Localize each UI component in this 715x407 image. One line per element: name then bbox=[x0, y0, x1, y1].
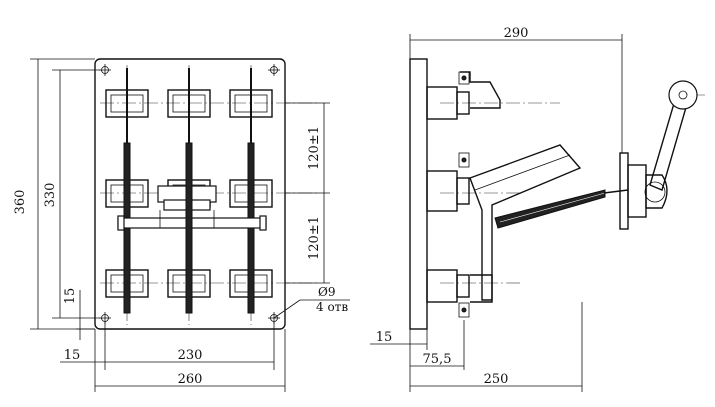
traverse bbox=[117, 142, 267, 314]
dim-pitch-upper: 120±1 bbox=[307, 126, 322, 170]
dim-front-edge-horizontal: 15 bbox=[64, 348, 81, 363]
side-dims bbox=[370, 34, 623, 392]
front-dim-left bbox=[30, 58, 100, 340]
dim-front-height-holes: 330 bbox=[43, 183, 58, 208]
base-plate bbox=[94, 58, 286, 330]
front-dim-bottom bbox=[60, 322, 286, 392]
handle-knob bbox=[668, 80, 698, 110]
side-contacts bbox=[426, 71, 501, 318]
dim-front-height-total: 360 bbox=[13, 190, 28, 215]
dim-front-width-holes: 230 bbox=[178, 348, 203, 363]
side-blade-assembly bbox=[469, 144, 606, 301]
dim-front-edge-vertical: 15 bbox=[63, 288, 78, 305]
side-base-plate bbox=[409, 58, 428, 330]
dim-side-depth-body: 250 bbox=[484, 372, 509, 387]
dim-hole-count: 4 отв bbox=[316, 300, 348, 314]
dim-hole-diameter: Ø9 bbox=[318, 285, 335, 299]
front-dim-right bbox=[273, 102, 350, 319]
side-handle bbox=[603, 80, 698, 230]
dim-side-plate-thickness: 15 bbox=[376, 330, 393, 345]
dim-side-mount-offset: 75,5 bbox=[423, 352, 452, 367]
front-view: 360 330 15 15 230 260 120±1 120±1 Ø9 4 о… bbox=[13, 58, 350, 392]
dim-front-width-total: 260 bbox=[178, 372, 203, 387]
dim-pitch-lower: 120±1 bbox=[307, 216, 322, 260]
side-view: 290 15 75,5 250 bbox=[370, 26, 705, 392]
dim-side-depth-total: 290 bbox=[504, 26, 529, 41]
